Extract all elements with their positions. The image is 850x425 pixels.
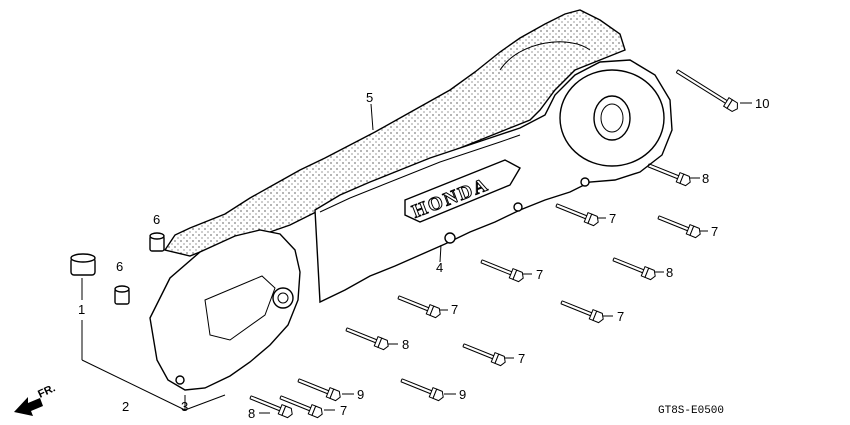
label-part-5: 5	[366, 90, 373, 105]
label-part-9a: 9	[357, 387, 364, 402]
bolt-8b	[611, 254, 658, 282]
label-part-7e: 7	[451, 302, 458, 317]
bolt-8a	[646, 160, 693, 188]
label-part-7f: 7	[518, 351, 525, 366]
gasket-5	[163, 9, 626, 257]
bolt-9a	[296, 375, 343, 403]
label-part-3: 3	[181, 399, 188, 414]
label-part-8b: 8	[666, 265, 673, 280]
bolt-7b	[656, 212, 703, 240]
front-direction-arrow	[14, 397, 43, 416]
bolt-7c	[479, 256, 526, 284]
label-part-7c: 7	[536, 267, 543, 282]
cover-3	[149, 229, 301, 391]
bolt-7e	[396, 292, 443, 320]
bolt-8d	[248, 392, 295, 420]
label-part-6b: 6	[116, 259, 123, 274]
label-part-9b: 9	[459, 387, 466, 402]
bolt-7f	[461, 340, 508, 368]
front-direction-label: FR.	[36, 382, 57, 400]
label-part-7g: 7	[340, 403, 347, 418]
dowel-pin-6a	[149, 232, 165, 252]
bolt-10	[673, 66, 741, 114]
cover-4	[314, 59, 673, 304]
label-part-10: 10	[755, 96, 769, 111]
label-part-2: 2	[122, 399, 129, 414]
bolt-7a	[554, 200, 601, 228]
label-part-4: 4	[436, 260, 443, 275]
label-part-1: 1	[78, 302, 85, 317]
label-part-7a: 7	[609, 211, 616, 226]
bolt-9b	[399, 375, 446, 403]
bolt-7d	[559, 297, 606, 325]
dowel-pin-6b	[114, 285, 130, 305]
leader-lines	[81, 102, 752, 414]
label-part-6a: 6	[153, 212, 160, 227]
label-part-7d: 7	[617, 309, 624, 324]
label-part-8d: 8	[248, 406, 255, 421]
collar-1	[70, 253, 96, 276]
label-part-7b: 7	[711, 224, 718, 239]
label-part-8a: 8	[702, 171, 709, 186]
bolt-8c	[344, 324, 391, 352]
diagram-code: GT8S-E0500	[658, 405, 724, 417]
label-part-8c: 8	[402, 337, 409, 352]
